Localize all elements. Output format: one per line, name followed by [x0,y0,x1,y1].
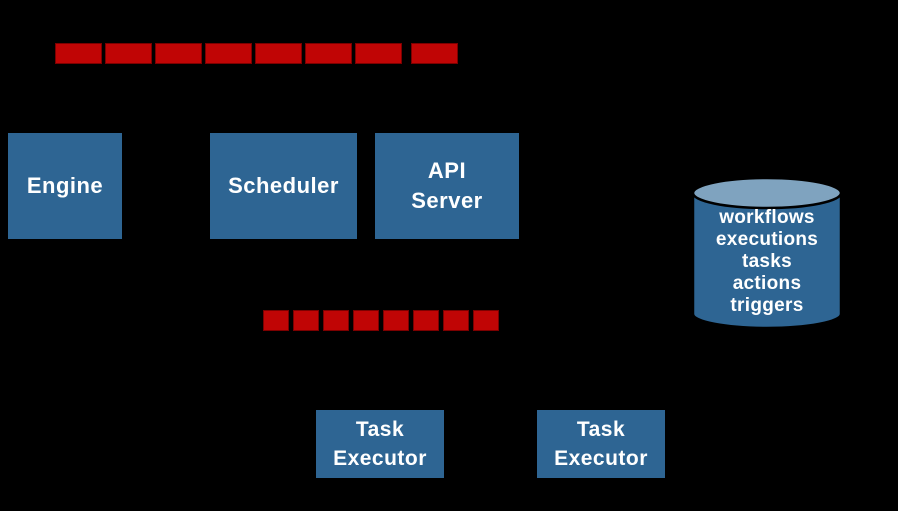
queue-segment [323,310,349,331]
queue-segment [105,43,152,64]
task-executor-2-label-line2: Executor [554,447,648,470]
datastore-item: tasks [741,251,793,272]
scheduler-label: Scheduler [228,173,339,198]
queue-segment [355,43,402,64]
datastore-item: actions [732,273,802,294]
queue-segment [383,310,409,331]
queue-segment [293,310,319,331]
queue-segment [353,310,379,331]
queue-segment [205,43,252,64]
api-server-label-line1: API [427,158,467,183]
queue-segment [443,310,469,331]
engine-box: Engine [8,133,122,239]
datastore-item: workflows [719,207,815,228]
api-server-label-line2: Server [411,188,483,213]
datastore-item: triggers [730,295,804,316]
queue-segment [305,43,352,64]
queue-segment [263,310,289,331]
engine-label: Engine [26,173,104,198]
datastore-item: executions [715,229,819,250]
scheduler-box: Scheduler [210,133,357,239]
task-executor-1-label-line2: Executor [333,447,427,470]
queue-segment [255,43,302,64]
database-cylinder-icon [691,176,843,330]
queue-segment [55,43,102,64]
queue-segment [155,43,202,64]
task-executor-box-2: Task Executor [537,410,665,478]
message-queue-top [55,43,458,64]
message-queue-bottom [263,310,499,331]
queue-segment [413,310,439,331]
api-server-box: API Server [375,133,519,239]
task-executor-2-label-line1: Task [576,418,626,441]
task-executor-1-label-line1: Task [355,418,405,441]
task-executor-box-1: Task Executor [316,410,444,478]
queue-segment [473,310,499,331]
queue-segment [411,43,458,64]
